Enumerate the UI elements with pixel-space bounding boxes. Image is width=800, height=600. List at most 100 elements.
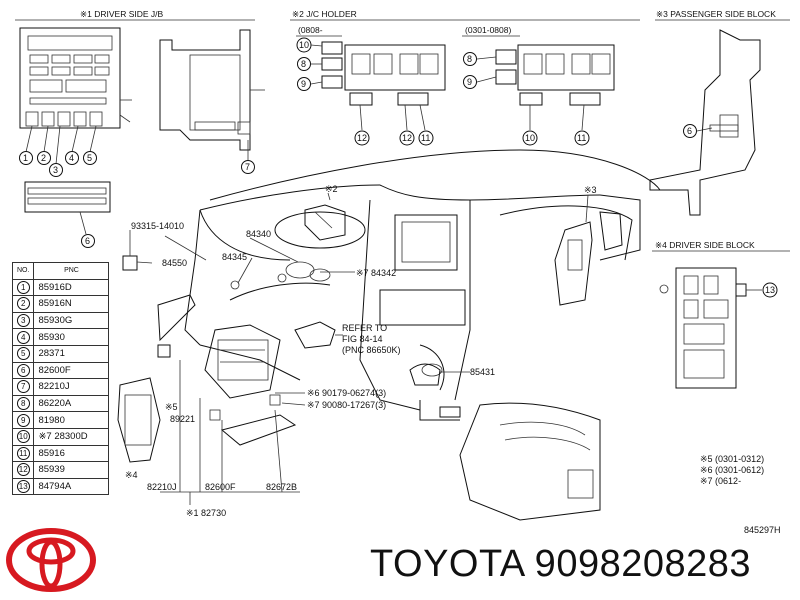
callout-84340: 84340 bbox=[246, 229, 271, 239]
circled-number: 11 bbox=[577, 133, 586, 143]
row-pnc: 85930 bbox=[33, 328, 110, 346]
dash-small-parts bbox=[117, 230, 470, 505]
refer-line-1: REFER TO bbox=[342, 323, 387, 333]
row-number: 10 bbox=[16, 430, 30, 444]
callout-s4: ※4 bbox=[125, 470, 138, 480]
driver-jb-callouts: 1 2 3 4 5 bbox=[19, 125, 97, 177]
jc-holder-a: 10 8 9 12 12 11 bbox=[296, 37, 446, 146]
row-pnc: 85939 bbox=[33, 461, 110, 479]
note-s7: ※7 (0612- bbox=[700, 476, 741, 486]
row-number: 11 bbox=[16, 446, 30, 460]
callout-90179: ※6 90179-06274(3) bbox=[307, 388, 386, 398]
row-pnc: 85916D bbox=[33, 278, 110, 297]
row-number: 7 bbox=[16, 380, 30, 394]
row-pnc: 84794A bbox=[33, 477, 110, 496]
diagram-id: 845297H bbox=[744, 525, 781, 535]
row-number: 8 bbox=[16, 397, 30, 411]
callout-85431: 85431 bbox=[470, 367, 495, 377]
row-number: 6 bbox=[16, 363, 30, 377]
note-s6: ※6 (0301-0612) bbox=[700, 465, 764, 475]
section-passenger-block-title: ※3 PASSENGER SIDE BLOCK bbox=[656, 9, 776, 19]
row-pnc: 86220A bbox=[33, 394, 110, 413]
driver-jb-side: 7 bbox=[159, 29, 265, 174]
circled-number: 6 bbox=[687, 126, 692, 136]
row-pnc: 85916N bbox=[33, 295, 110, 313]
row-number: 2 bbox=[16, 297, 30, 311]
circled-number: 11 bbox=[421, 133, 430, 143]
driver-side-block: 13 bbox=[659, 267, 778, 389]
circled-number: 12 bbox=[357, 133, 367, 143]
refer-line-3: (PNC 86650K) bbox=[342, 345, 401, 355]
circled-number: 9 bbox=[467, 77, 472, 87]
row-pnc: 81980 bbox=[33, 411, 110, 429]
row-number: 3 bbox=[16, 314, 30, 328]
circled-number: 8 bbox=[301, 59, 306, 69]
circled-number: 13 bbox=[765, 285, 775, 295]
circled-number: 3 bbox=[53, 165, 58, 175]
header-no: NO. bbox=[11, 262, 35, 280]
callout-89221: 89221 bbox=[170, 414, 195, 424]
label-strip: 6 bbox=[24, 181, 111, 248]
callout-82210j: 82210J bbox=[147, 482, 177, 492]
circled-number: 6 bbox=[85, 236, 90, 246]
jc-range-a: (0808- bbox=[298, 25, 323, 35]
row-number: 9 bbox=[16, 413, 30, 427]
callout-s3: ※3 bbox=[584, 185, 597, 195]
circled-number: 2 bbox=[41, 153, 46, 163]
toyota-logo bbox=[6, 528, 96, 592]
jc-holder-installed bbox=[304, 192, 346, 241]
jc-range-b: (0301-0808) bbox=[465, 25, 511, 35]
callout-93315: 93315-14010 bbox=[131, 221, 184, 231]
circled-number: 8 bbox=[467, 54, 472, 64]
passenger-block-installed bbox=[554, 194, 593, 306]
circled-number: 7 bbox=[245, 162, 250, 172]
row-pnc: 82210J bbox=[33, 378, 110, 396]
row-number: 12 bbox=[16, 463, 30, 477]
driver-jb-installed bbox=[157, 324, 281, 399]
circled-number: 10 bbox=[299, 40, 309, 50]
row-pnc: ※7 28300D bbox=[33, 427, 110, 446]
callout-82730: ※1 82730 bbox=[186, 508, 226, 518]
jc-holder-b: 8 9 10 11 bbox=[463, 44, 615, 146]
circled-number: 4 bbox=[69, 153, 74, 163]
row-number: 1 bbox=[16, 280, 30, 294]
callout-s2: ※2 bbox=[325, 184, 338, 194]
table-header-row: NO. PNC bbox=[11, 262, 110, 280]
row-number: 4 bbox=[16, 330, 30, 344]
callout-82672b: 82672B bbox=[266, 482, 297, 492]
circled-number: 5 bbox=[87, 153, 92, 163]
section-driver-block-title: ※4 DRIVER SIDE BLOCK bbox=[655, 240, 755, 250]
callout-82600f: 82600F bbox=[205, 482, 236, 492]
refer-line-2: FIG 84-14 bbox=[342, 334, 383, 344]
header-pnc: PNC bbox=[33, 262, 110, 280]
driver-jb-front bbox=[19, 27, 132, 129]
circled-number: 10 bbox=[525, 133, 535, 143]
circled-number: 1 bbox=[23, 153, 28, 163]
instrument-panel bbox=[184, 149, 661, 521]
circled-number: 12 bbox=[402, 133, 412, 143]
callout-84342: ※7 84342 bbox=[356, 268, 396, 278]
callout-90080: ※7 90080-17267(3) bbox=[307, 400, 386, 410]
brand-part-number: TOYOTA 9098208283 bbox=[370, 543, 752, 585]
row-number: 13 bbox=[16, 480, 30, 494]
section-driver-jb-title: ※1 DRIVER SIDE J/B bbox=[80, 9, 164, 19]
row-pnc: 28371 bbox=[33, 344, 110, 363]
note-s5: ※5 (0301-0312) bbox=[700, 454, 764, 464]
passenger-side-block: 6 bbox=[649, 29, 761, 216]
table-row: 10※7 28300D bbox=[11, 427, 110, 446]
callout-84345: 84345 bbox=[222, 252, 247, 262]
